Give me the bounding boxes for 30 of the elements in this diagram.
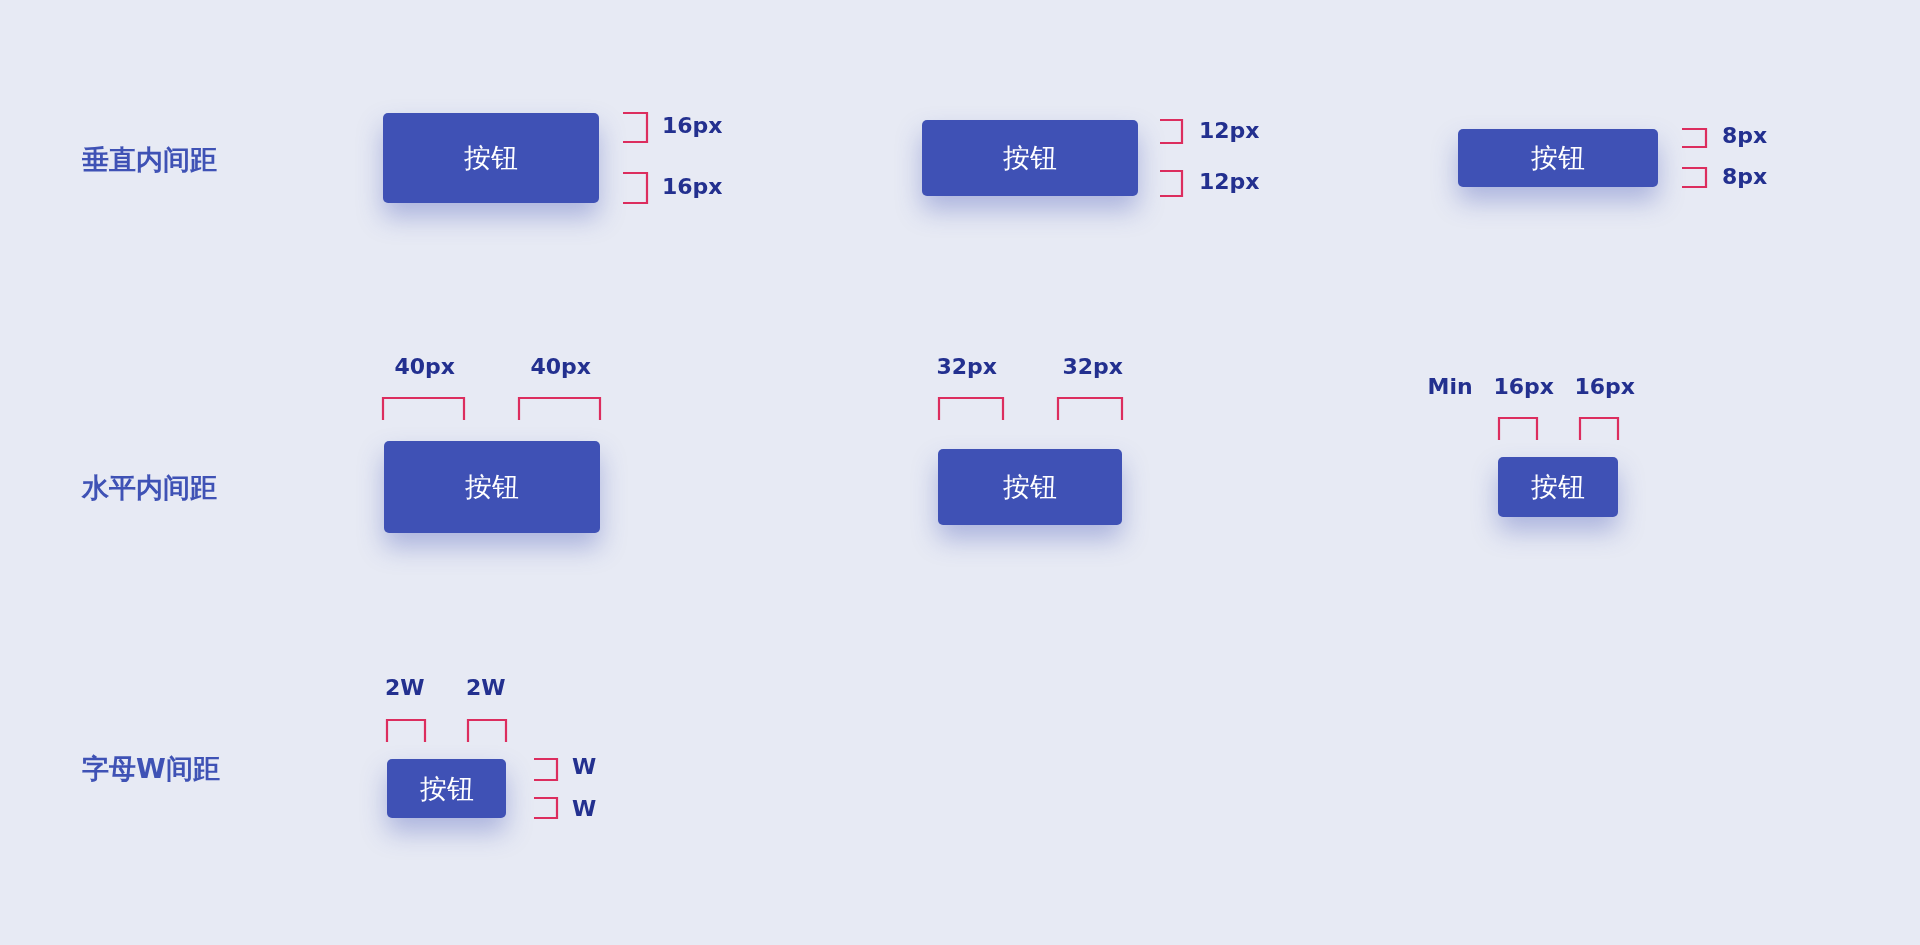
dimension-label: 16px bbox=[1493, 376, 1555, 398]
button-label: 按钮 bbox=[419, 771, 474, 806]
dimension-label: 32px bbox=[1062, 356, 1124, 378]
dimension-label: 8px bbox=[1722, 125, 1768, 147]
dimension-label: 12px bbox=[1199, 171, 1260, 193]
button bbox=[922, 120, 1138, 196]
button bbox=[383, 113, 599, 203]
row-heading: 垂直内间距 bbox=[82, 145, 217, 173]
button bbox=[387, 759, 506, 818]
dimension-label: 2W bbox=[466, 677, 506, 699]
button-label: 按钮 bbox=[1531, 141, 1585, 175]
dimension-label: 2W bbox=[385, 677, 425, 699]
button-label: 按钮 bbox=[465, 470, 519, 504]
button-label: 按钮 bbox=[1003, 141, 1057, 175]
button-label: 按钮 bbox=[464, 141, 518, 175]
button bbox=[384, 441, 600, 533]
dimension-label: Min bbox=[1427, 376, 1473, 398]
row-heading: 字母W间距 bbox=[82, 754, 220, 782]
button bbox=[938, 449, 1122, 525]
button-label: 按钮 bbox=[1531, 470, 1585, 504]
button bbox=[1458, 129, 1658, 187]
dimension-label: 8px bbox=[1722, 166, 1768, 188]
dimension-label: 16px bbox=[662, 176, 723, 198]
dimension-label: W bbox=[572, 798, 597, 820]
dimension-label: 40px bbox=[530, 356, 592, 378]
button-label: 按钮 bbox=[1003, 470, 1057, 504]
dimension-label: W bbox=[572, 756, 597, 778]
row-heading: 水平内间距 bbox=[82, 473, 217, 501]
dimension-label: 16px bbox=[1574, 376, 1636, 398]
button bbox=[1498, 457, 1618, 517]
